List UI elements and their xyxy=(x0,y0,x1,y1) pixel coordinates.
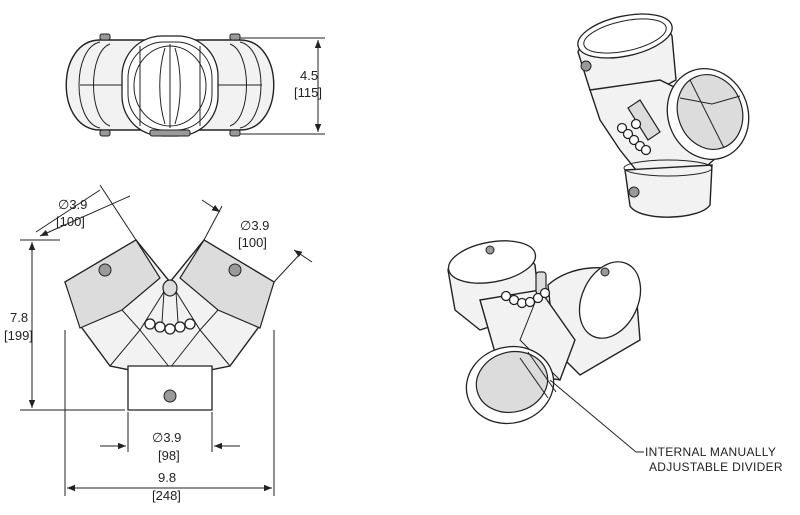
right-port-dimension: ∅3.9 [100] xyxy=(201,199,313,283)
overall-width-dimension: 9.8 [248] xyxy=(64,330,275,503)
left-port-dimension: ∅3.9 [100] xyxy=(35,184,137,241)
right-port-in: ∅3.9 xyxy=(240,218,269,233)
overall-height-mm: [199] xyxy=(4,328,33,343)
callout-line-1: INTERNAL MANUALLY xyxy=(645,445,776,459)
divider-callout: INTERNAL MANUALLY ADJUSTABLE DIVIDER xyxy=(549,379,783,474)
left-port-in: ∅3.9 xyxy=(58,197,87,212)
overall-width-mm: [248] xyxy=(152,488,181,503)
overall-height-in: 7.8 xyxy=(10,310,28,325)
callout-line-2: ADJUSTABLE DIVIDER xyxy=(649,460,783,474)
height-top-in: 4.5 xyxy=(300,68,318,83)
isometric-view-top xyxy=(577,13,750,218)
isometric-view-bottom xyxy=(447,240,642,425)
bottom-port-in: ∅3.9 xyxy=(152,430,181,445)
overall-width-in: 9.8 xyxy=(158,470,176,485)
bottom-port-mm: [98] xyxy=(158,448,180,463)
front-view xyxy=(64,239,275,411)
overall-height-dimension: 7.8 [199] xyxy=(4,239,125,411)
top-view xyxy=(65,33,275,137)
left-port-mm: [100] xyxy=(56,214,85,229)
bottom-port-dimension: ∅3.9 [98] xyxy=(100,412,240,463)
height-top-dimension: 4.5 [115] xyxy=(240,37,325,135)
height-top-mm: [115] xyxy=(294,85,322,100)
right-port-mm: [100] xyxy=(238,235,267,250)
